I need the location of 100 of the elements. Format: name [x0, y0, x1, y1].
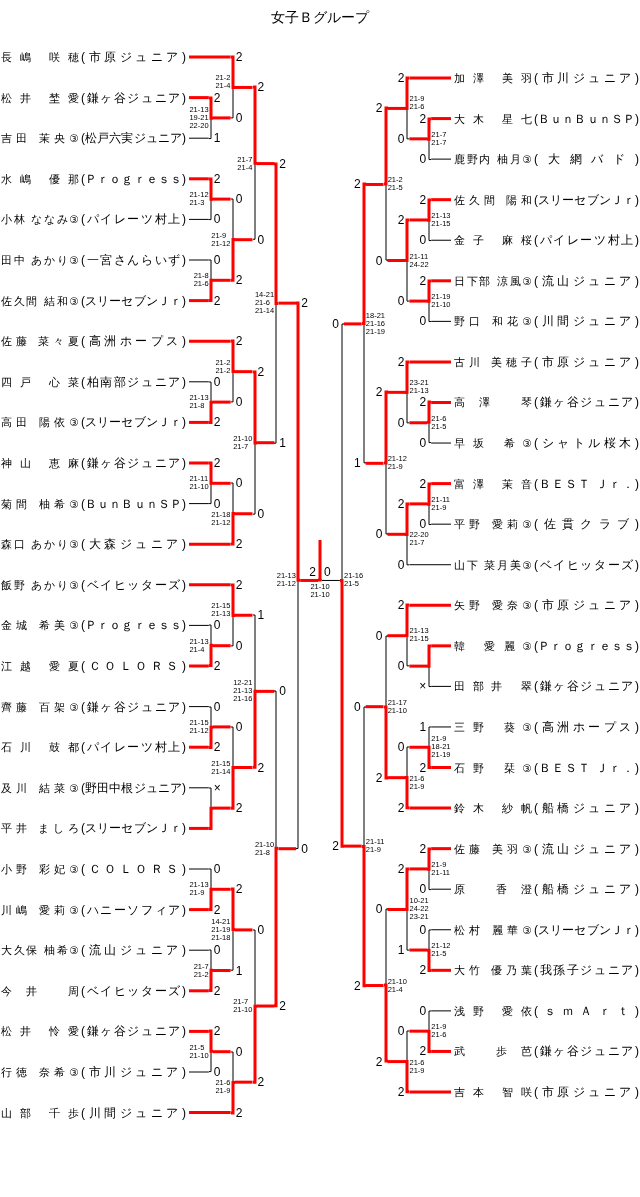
- bracket-junction: [405, 217, 410, 304]
- set-count: 0: [279, 685, 286, 698]
- set-count: 0: [235, 193, 243, 206]
- player-name: 松井 怜愛: [1, 1024, 79, 1040]
- set-count: 2: [257, 1076, 265, 1089]
- bracket-line: [212, 969, 231, 972]
- bracket-line: [189, 420, 209, 424]
- bracket-line: [321, 579, 341, 581]
- bracket-line: [234, 512, 253, 516]
- player-name: 浅野 愛依: [454, 1003, 532, 1019]
- bracket-line: [409, 76, 451, 80]
- bracket-line: [430, 929, 452, 931]
- bracket-line: [188, 381, 210, 383]
- set-count: 2: [213, 660, 221, 672]
- set-count: 0: [235, 111, 243, 124]
- bracket-line: [431, 482, 451, 486]
- bracket-line: [431, 1049, 451, 1053]
- club-name: (市原ジュニア): [534, 597, 639, 615]
- bracket-line: [234, 85, 253, 89]
- bracket-line: [409, 218, 428, 222]
- set-count: 0: [397, 660, 405, 673]
- player-name: 富澤 茉音: [454, 476, 532, 492]
- bracket-line: [189, 55, 231, 59]
- set-count: 0: [397, 295, 405, 308]
- club-name: (松戸六実ジュニア): [81, 130, 186, 148]
- bracket-junction: [361, 182, 366, 466]
- set-count: 2: [419, 274, 427, 287]
- bracket-line: [189, 177, 209, 181]
- set-count: 0: [257, 233, 265, 246]
- bracket-line: [188, 787, 210, 789]
- club-name: (ＣＯＬＯＲＳ): [81, 861, 186, 878]
- bracket-line: [430, 320, 452, 322]
- player-name: 石川 鼓都: [1, 740, 79, 756]
- bracket-line: [188, 137, 210, 139]
- set-count: 1: [397, 944, 405, 957]
- set-count: 2: [419, 761, 427, 774]
- club-name: (大網バド): [534, 151, 639, 169]
- club-name: (船橋ジュニア): [534, 881, 639, 899]
- bracket-junction: [427, 846, 432, 892]
- club-name: (川間ジュニア): [81, 1104, 186, 1122]
- bracket-line: [409, 603, 451, 607]
- bracket-junction: [230, 1049, 235, 1115]
- bracket-junction: [208, 379, 213, 425]
- bracket-line: [431, 279, 451, 283]
- bracket-junction: [230, 197, 235, 283]
- set-count: 0: [213, 863, 221, 875]
- club-name: (スリーセブンＪｒ): [81, 820, 186, 838]
- set-count: 0: [419, 437, 427, 450]
- set-count: 0: [235, 396, 243, 409]
- set-count: 0: [419, 234, 427, 247]
- club-name: (ＢＥＳＴ Ｊｒ．): [534, 475, 639, 493]
- bracket-line: [409, 806, 451, 810]
- bracket-line: [387, 106, 406, 110]
- bracket-line: [189, 299, 209, 303]
- bracket-line: [409, 745, 428, 749]
- player-name: 及川 結菜③: [1, 780, 79, 796]
- club-name: (スリーセブンＪｒ): [81, 292, 186, 310]
- club-name: (スリーセブンＪｒ): [534, 191, 639, 209]
- player-name: 山下 菜月美③: [454, 557, 532, 573]
- bracket-line: [365, 705, 384, 709]
- player-name: 鹿野内 柚月③: [454, 152, 532, 168]
- player-name: 吉田 茉央③: [1, 131, 79, 147]
- player-name: 四戸 心菜: [1, 374, 79, 390]
- set-count: 0: [257, 507, 265, 520]
- bracket-line: [212, 644, 231, 648]
- player-name: 行徳 奈希③: [1, 1065, 79, 1080]
- player-name: 日下部 涼風③: [454, 273, 532, 289]
- set-count: 0: [419, 923, 427, 936]
- bracket-junction: [405, 359, 410, 425]
- set-count: 2: [235, 883, 243, 896]
- set-count: 2: [354, 979, 361, 992]
- club-name: (鎌ヶ谷ジュニア): [81, 1023, 186, 1041]
- set-count: 2: [257, 365, 265, 378]
- player-name: 石野 栞③: [454, 760, 532, 776]
- set-count: 2: [375, 1055, 383, 1068]
- set-count: 2: [235, 274, 243, 287]
- bracket-junction: [230, 582, 235, 648]
- bracket-line: [278, 301, 297, 305]
- bracket-line: [431, 644, 451, 648]
- player-name: 大竹 優乃葉: [454, 963, 532, 979]
- bracket-junction: [208, 176, 213, 222]
- bracket-line: [188, 503, 210, 505]
- player-name: 古川 美穂子: [454, 354, 532, 370]
- set-count: 0: [354, 700, 361, 713]
- bracket-line: [387, 908, 406, 911]
- player-name: 平野 愛莉③: [454, 517, 532, 533]
- bracket-line: [212, 278, 231, 282]
- bracket-line: [189, 96, 209, 100]
- bracket-line: [188, 624, 210, 626]
- bracket-line: [189, 826, 209, 830]
- bracket-line: [188, 949, 210, 951]
- bracket-junction: [361, 704, 366, 988]
- set-count: 2: [279, 1000, 286, 1012]
- club-name: (ＣＯＬＯＲＳ): [81, 658, 186, 675]
- set-count: 2: [301, 297, 308, 310]
- club-name: (Ｐｒｏｇｒｅｓｓ): [534, 637, 639, 655]
- set-count: 2: [419, 193, 427, 206]
- club-name: (市原ジュニア): [81, 49, 186, 66]
- player-name: 神山 恵麻: [1, 456, 79, 471]
- club-name: (ｓｍＡｒｔ): [534, 1002, 639, 1020]
